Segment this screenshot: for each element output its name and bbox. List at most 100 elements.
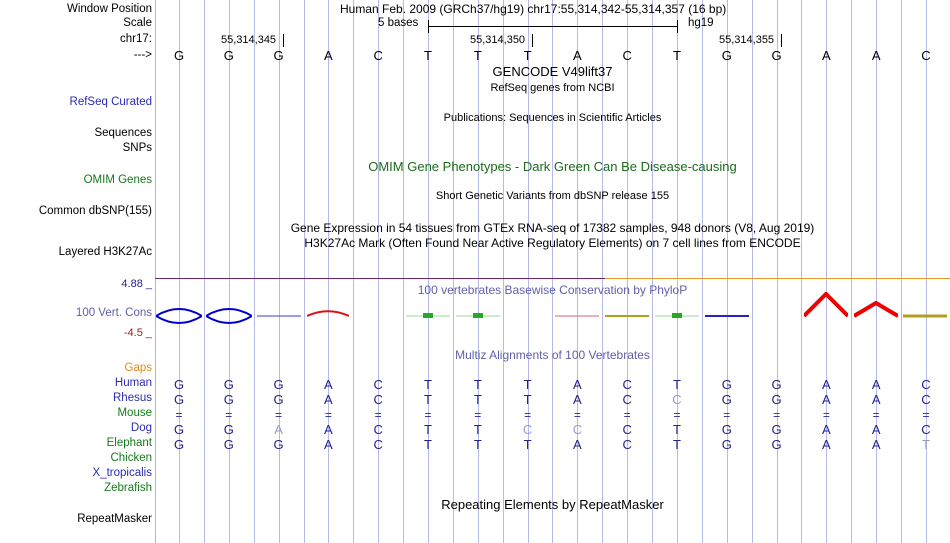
track-label-chicken[interactable]: Chicken: [110, 452, 152, 464]
track-label-window-position[interactable]: Window Position: [66, 3, 152, 15]
alignment-base-rhesus: G: [173, 392, 185, 407]
alignment-base-elephant: A: [324, 437, 333, 452]
alignment-base-mouse: =: [773, 408, 781, 422]
alignment-base-dog: G: [771, 422, 782, 437]
track-title[interactable]: Short Genetic Variants from dbSNP releas…: [435, 190, 670, 202]
reference-base: G: [223, 48, 234, 63]
scale-bar-left-cap: [428, 20, 429, 33]
alignment-base-mouse: =: [374, 408, 382, 422]
grid-line: [602, 0, 603, 543]
alignment-base-elephant: G: [273, 437, 284, 452]
alignment-base-mouse: =: [324, 408, 332, 422]
phylop-bar-lens: [206, 308, 252, 324]
coordinate-tick: [532, 34, 533, 47]
alignment-base-mouse: =: [524, 408, 532, 422]
assembly-short-label: hg19: [688, 17, 714, 29]
track-left-border: [155, 0, 156, 543]
reference-base: G: [173, 48, 185, 63]
grid-line: [752, 0, 753, 543]
track-label-dog[interactable]: Dog: [130, 422, 152, 434]
alignment-base-human: G: [223, 377, 234, 392]
track-label-x-tropicalis[interactable]: X_tropicalis: [92, 467, 152, 479]
alignment-base-mouse: =: [872, 408, 880, 422]
phylop-conservation-track[interactable]: [0, 292, 950, 336]
track-label-repeatmasker[interactable]: RepeatMasker: [77, 513, 152, 525]
track-label-scale[interactable]: Scale: [123, 17, 152, 29]
grid-line: [279, 0, 280, 543]
reference-base: A: [822, 48, 831, 63]
alignment-base-rhesus: G: [721, 392, 732, 407]
track-title[interactable]: Gene Expression in 54 tissues from GTEx …: [290, 221, 815, 235]
track-label-human[interactable]: Human: [114, 377, 152, 389]
alignment-base-rhesus: C: [672, 392, 682, 407]
alignment-base-human: C: [373, 377, 383, 392]
alignment-base-rhesus: C: [622, 392, 632, 407]
grid-line: [328, 0, 329, 543]
alignment-base-rhesus: T: [473, 392, 482, 407]
alignment-base-human: A: [573, 377, 582, 392]
phylop-bar-flat: [555, 315, 599, 317]
track-title[interactable]: RefSeq genes from NCBI: [490, 82, 615, 94]
track-label-100-vert-cons[interactable]: 100 Vert. Cons: [75, 307, 152, 319]
grid-line: [304, 0, 305, 543]
alignment-base-elephant: G: [173, 437, 185, 452]
track-label-elephant[interactable]: Elephant: [106, 437, 152, 449]
reference-base: C: [622, 48, 632, 63]
track-label-rhesus[interactable]: Rhesus: [113, 392, 152, 404]
grid-line: [826, 0, 827, 543]
alignment-base-human: A: [871, 377, 881, 392]
track-label-layered-h3k27ac[interactable]: Layered H3K27Ac: [58, 246, 152, 258]
phylop-bar-peak: [854, 300, 898, 318]
scale-bar-label: 5 bases: [378, 17, 419, 29]
alignment-base-rhesus: T: [523, 392, 532, 407]
alignment-base-dog: C: [373, 422, 383, 437]
reference-base: T: [523, 48, 532, 63]
alignment-base-rhesus: T: [424, 392, 432, 407]
phylop-bar-flat: [257, 315, 301, 317]
grid-line: [627, 0, 628, 543]
track-label-[interactable]: --->: [133, 49, 152, 61]
alignment-base-mouse: =: [822, 408, 830, 422]
track-label-sequences[interactable]: Sequences: [94, 127, 152, 139]
alignment-base-elephant: A: [871, 437, 881, 452]
alignment-base-rhesus: G: [223, 392, 234, 407]
alignment-base-elephant: G: [771, 437, 782, 452]
track-label-mouse[interactable]: Mouse: [117, 407, 152, 419]
conservation-divider-right: [605, 278, 950, 279]
alignment-base-elephant: A: [822, 437, 831, 452]
track-title[interactable]: H3K27Ac Mark (Often Found Near Active Re…: [304, 236, 801, 250]
track-label-refseq-curated[interactable]: RefSeq Curated: [69, 96, 152, 108]
alignment-base-mouse: =: [225, 408, 233, 422]
alignment-base-mouse: =: [424, 408, 432, 422]
coordinate-tick: [283, 34, 284, 47]
track-label-snps[interactable]: SNPs: [122, 142, 152, 154]
grid-line: [652, 0, 653, 543]
track-label-omim-genes[interactable]: OMIM Genes: [83, 174, 152, 186]
alignment-base-rhesus: A: [324, 392, 333, 407]
reference-base: T: [673, 48, 681, 63]
track-title[interactable]: 100 vertebrates Basewise Conservation by…: [417, 283, 688, 297]
track-title[interactable]: OMIM Gene Phenotypes - Dark Green Can Be…: [368, 159, 737, 174]
grid-line: [926, 0, 927, 543]
alignment-base-human: T: [473, 377, 482, 392]
track-title[interactable]: Publications: Sequences in Scientific Ar…: [443, 112, 662, 124]
track-title[interactable]: Multiz Alignments of 100 Vertebrates: [455, 348, 650, 362]
track-label-gaps[interactable]: Gaps: [124, 362, 153, 374]
grid-line: [204, 0, 205, 543]
alignment-base-human: G: [771, 377, 782, 392]
track-title[interactable]: GENCODE V49lift37: [492, 64, 613, 79]
track-label-chr17[interactable]: chr17:: [120, 33, 152, 45]
alignment-base-dog: G: [721, 422, 732, 437]
assembly-position-title: Human Feb. 2009 (GRCh37/hg19) chr17:55,3…: [340, 2, 727, 16]
grid-line: [503, 0, 504, 543]
track-label-zebrafish[interactable]: Zebrafish: [104, 482, 152, 494]
grid-line: [254, 0, 255, 543]
alignment-base-mouse: =: [723, 408, 731, 422]
alignment-base-dog: C: [622, 422, 632, 437]
alignment-base-dog: A: [274, 422, 283, 437]
track-label-common-dbsnp-155[interactable]: Common dbSNP(155): [38, 205, 152, 217]
alignment-base-human: T: [424, 377, 432, 392]
track-title[interactable]: Repeating Elements by RepeatMasker: [441, 497, 664, 512]
reference-base: A: [324, 48, 333, 63]
